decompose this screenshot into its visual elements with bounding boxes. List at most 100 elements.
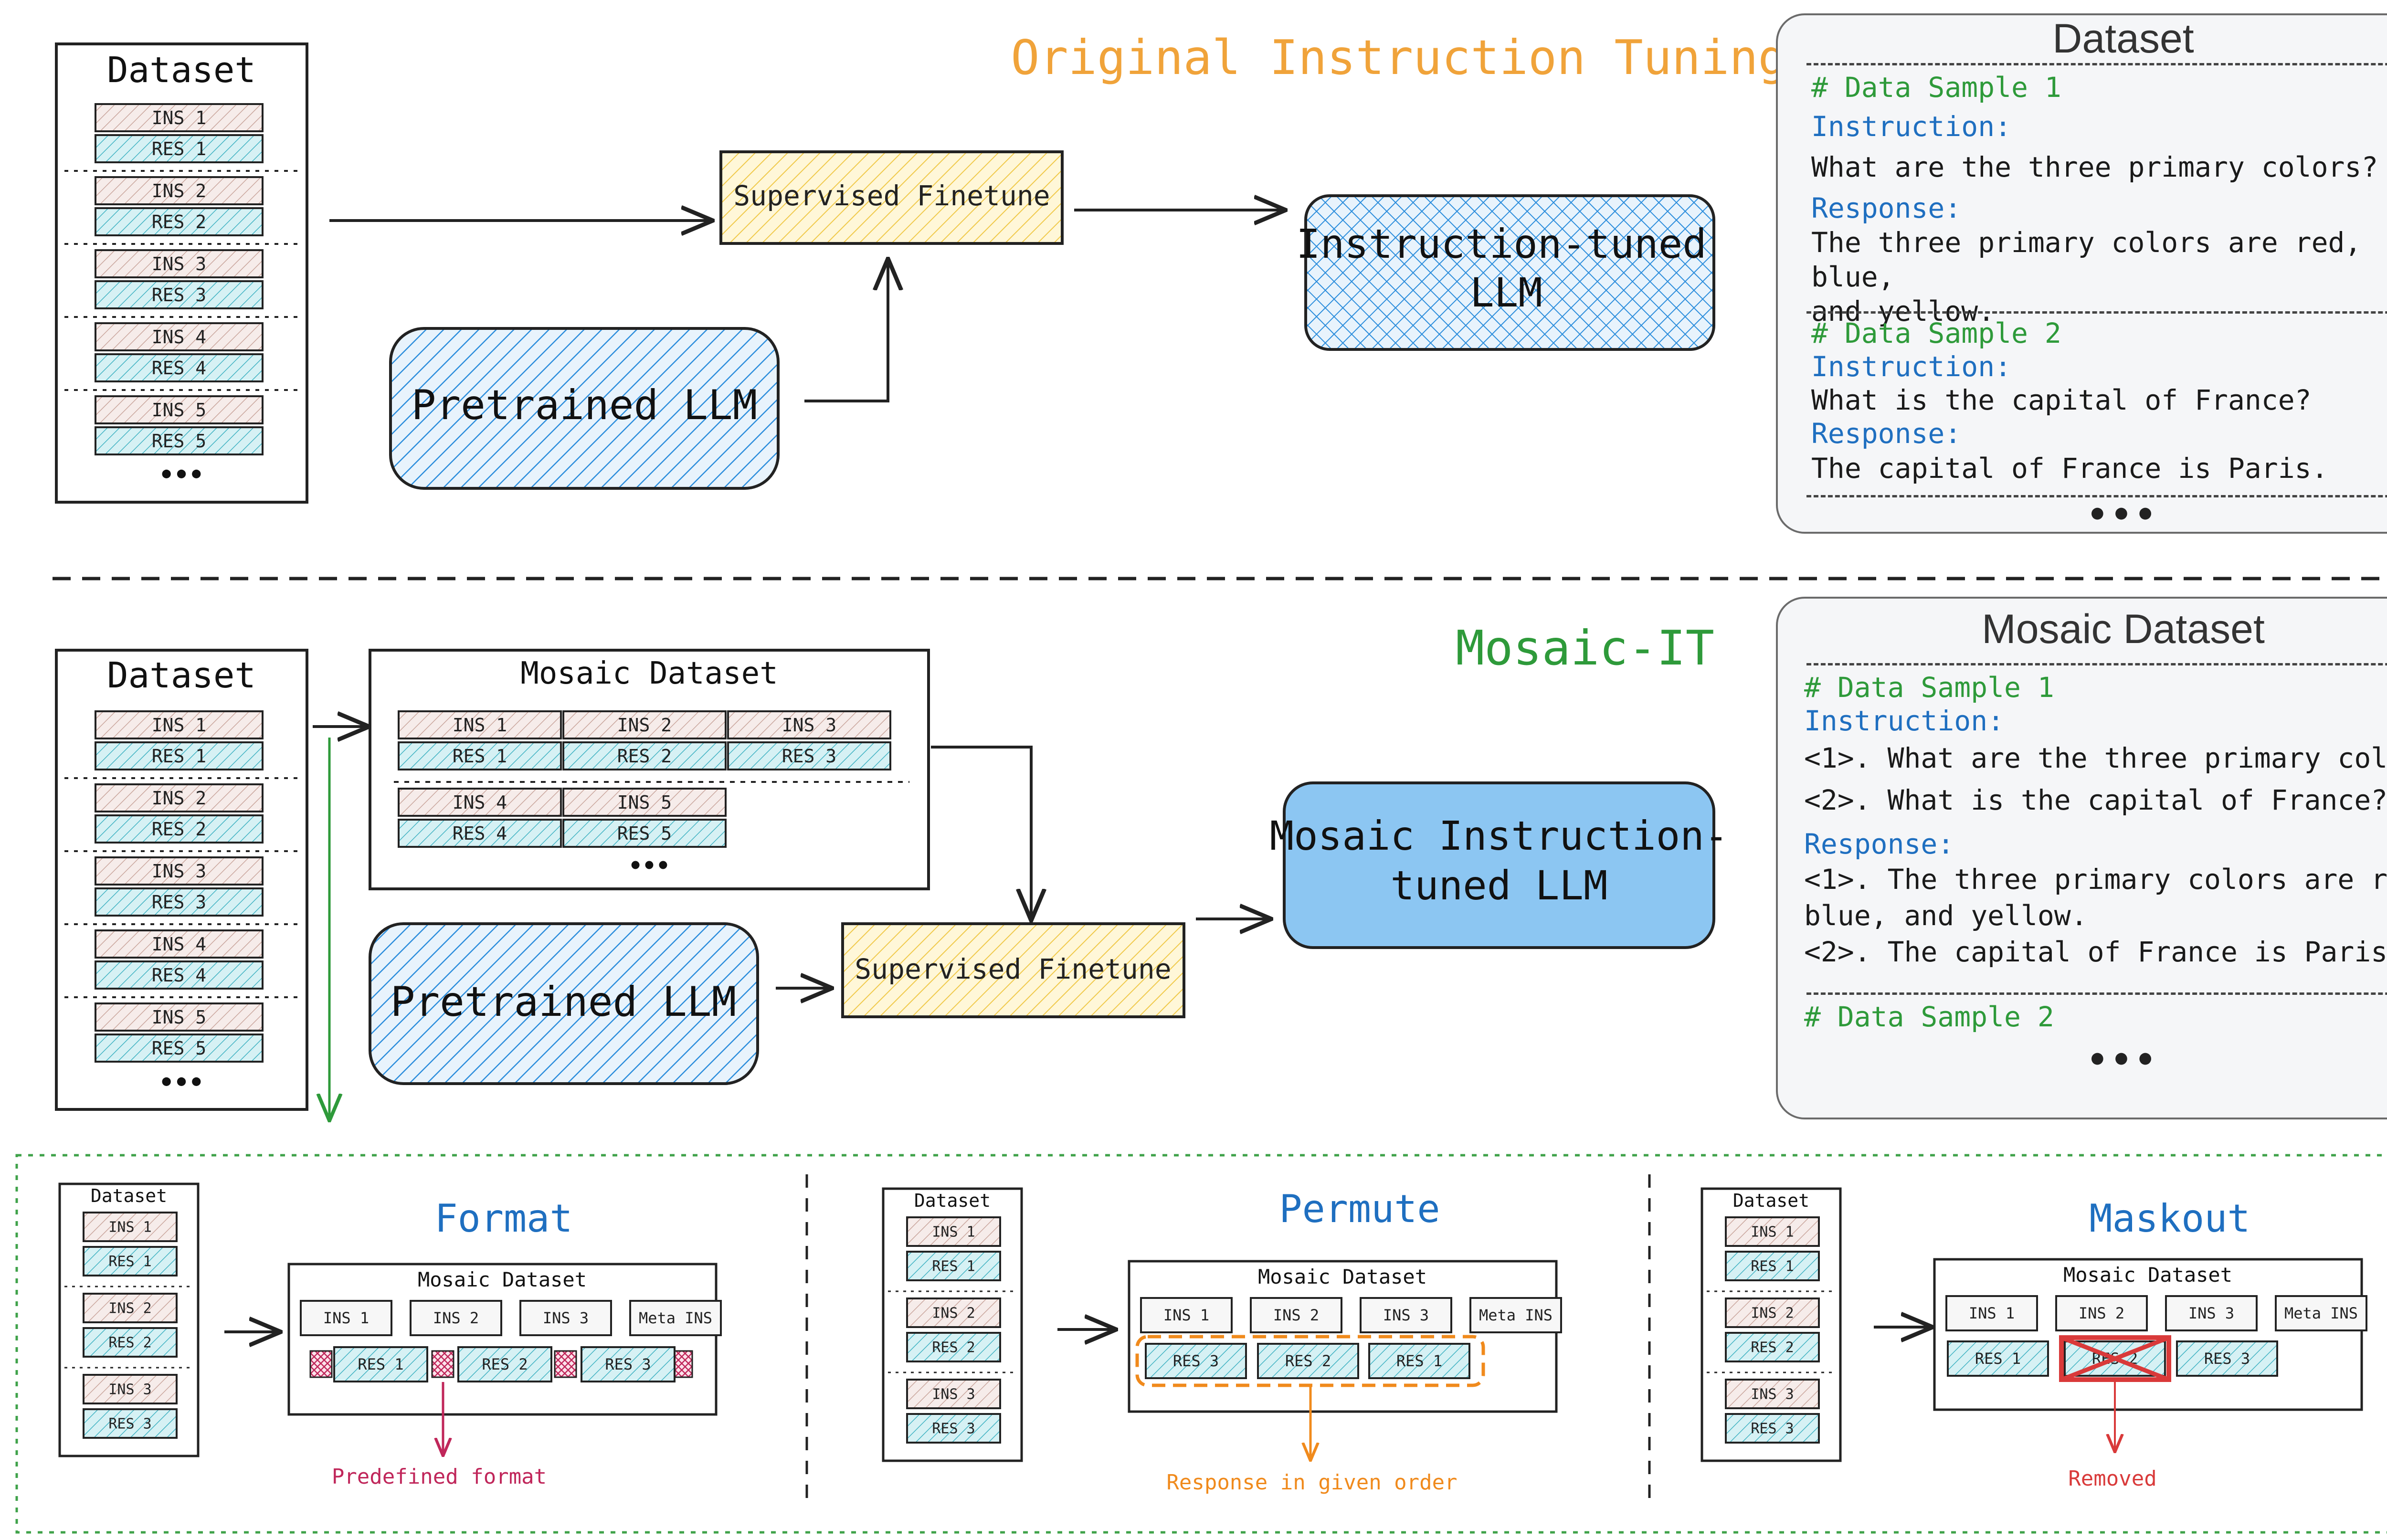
top-pretrained-label: Pretrained LLM <box>412 381 758 429</box>
mini-res-cell-label: RES 2 <box>1751 1340 1794 1356</box>
format-res-cell <box>333 1346 428 1382</box>
ins-cell <box>95 103 264 132</box>
mini-mosaic-label: Mosaic Dataset <box>1258 1265 1427 1288</box>
mid-sft-label: Supervised Finetune <box>855 953 1171 985</box>
top-panel-sample2-response: The capital of France is Paris. <box>1811 452 2328 485</box>
res-cell <box>95 1034 264 1063</box>
panel-rule <box>1806 63 2387 65</box>
mid-panel-sample2-header: # Data Sample 2 <box>1804 1001 2054 1033</box>
mid-pretrained-label: Pretrained LLM <box>391 978 737 1026</box>
mini-res-cell <box>1725 1413 1820 1444</box>
ins-cell <box>95 710 264 739</box>
top-title: Original Instruction Tuning <box>1011 30 1787 85</box>
mini-ins-cell-label: INS 2 <box>1751 1305 1794 1322</box>
top-panel-ellipsis: ••• <box>2087 495 2159 534</box>
res-cell-label: RES 1 <box>152 746 206 767</box>
mini-mosaic-ins-cell <box>629 1300 722 1336</box>
top-panel-instruction-key-1: Instruction: <box>1811 110 2012 143</box>
panel-rule <box>1806 495 2387 497</box>
mosaic-ins-cell-label: INS 2 <box>617 715 672 736</box>
mini-res-cell-label: RES 1 <box>932 1258 975 1275</box>
mini-mosaic-ins-cell-label: INS 3 <box>2188 1304 2234 1322</box>
mini-ins-cell-label: INS 1 <box>932 1224 975 1241</box>
format-res-cell <box>457 1346 552 1382</box>
mosaic-ins-cell <box>398 788 562 817</box>
format-title: Format <box>435 1196 573 1241</box>
format-res-cell <box>581 1346 676 1382</box>
res-cell-label: RES 3 <box>152 892 206 913</box>
panel-rule <box>1806 311 2387 314</box>
permute-res-cell-label: RES 2 <box>1285 1352 1331 1370</box>
mosaic-ins-cell-label: INS 3 <box>782 715 836 736</box>
mid-panel-response-lines: <1>. The three primary colors are red, b… <box>1804 863 2387 968</box>
maskout-res-cell <box>2176 1340 2278 1377</box>
top-sft-label: Supervised Finetune <box>733 179 1050 212</box>
format-res-cell-label: RES 3 <box>605 1355 651 1373</box>
mini-res-cell-label: RES 2 <box>108 1335 151 1351</box>
maskout-title: Maskout <box>2089 1196 2250 1241</box>
mini-ins-cell-label: INS 2 <box>108 1300 151 1317</box>
mosaic-ins-cell <box>398 710 562 739</box>
mosaic-ins-cell <box>727 710 891 739</box>
res-cell <box>95 814 264 844</box>
mid-title: Mosaic-IT <box>1456 620 1714 676</box>
mini-res-cell <box>906 1413 1001 1444</box>
ins-cell <box>95 1002 264 1032</box>
maskout-note: Removed <box>2068 1466 2156 1491</box>
mini-mosaic-ins-cell-label: INS 1 <box>1163 1306 1209 1324</box>
mini-mosaic-box <box>287 1263 718 1416</box>
mini-mosaic-ins-cell-label: INS 1 <box>323 1309 369 1327</box>
mini-ins-cell-label: INS 2 <box>932 1305 975 1322</box>
format-token <box>309 1350 333 1378</box>
mid-tuned-label-line2: tuned LLM <box>1390 862 1607 909</box>
mid-dataset-ellipsis: ••• <box>159 1068 204 1097</box>
mini-res-cell <box>906 1251 1001 1281</box>
res-cell-label: RES 5 <box>152 1038 206 1059</box>
mosaic-res-cell-label: RES 4 <box>453 823 507 844</box>
res-cell-label: RES 4 <box>152 965 206 986</box>
mosaic-dataset-panel: Mosaic Dataset # Data Sample 1 Instructi… <box>1776 597 2387 1119</box>
mini-mosaic-ins-cell-label: INS 3 <box>543 1309 589 1327</box>
mosaic-ins-cell <box>562 710 727 739</box>
top-tuned-label-line1: Instruction-tuned <box>1296 221 1707 267</box>
mini-mosaic-ins-cell <box>1360 1297 1452 1333</box>
mini-ins-cell <box>83 1374 178 1404</box>
permute-res-cell <box>1257 1343 1359 1379</box>
mini-res-cell-label: RES 1 <box>108 1254 151 1270</box>
top-dataset-ellipsis: ••• <box>159 461 204 489</box>
top-panel-instruction-key-2: Instruction: <box>1811 350 2012 383</box>
mini-mosaic-ins-cell <box>410 1300 502 1336</box>
mini-mosaic-ins-cell-label: Meta INS <box>1479 1306 1553 1324</box>
ins-cell-label: INS 4 <box>152 327 206 348</box>
mini-mosaic-ins-cell <box>2275 1295 2367 1331</box>
ins-cell-label: INS 2 <box>152 180 206 201</box>
arrow-pretrained-to-sft <box>804 260 888 402</box>
mini-mosaic-ins-cell-label: Meta INS <box>639 1309 712 1327</box>
mini-res-cell-label: RES 3 <box>108 1416 151 1433</box>
top-panel-sample2-instruction: What is the capital of France? <box>1811 384 2312 416</box>
res-cell <box>95 741 264 770</box>
mini-mosaic-box <box>1933 1258 2363 1411</box>
mosaic-res-cell <box>398 741 562 770</box>
permute-order-outline <box>1135 1335 1485 1387</box>
mini-res-cell <box>906 1332 1001 1362</box>
top-panel-sample2-header: # Data Sample 2 <box>1811 317 2061 349</box>
format-res-cell-label: RES 1 <box>358 1355 403 1373</box>
mid-mosaic-label: Mosaic Dataset <box>520 656 778 691</box>
mini-ins-cell <box>906 1297 1001 1328</box>
mini-mosaic-ins-cell <box>519 1300 612 1336</box>
format-token <box>431 1350 454 1378</box>
mini-mosaic-ins-cell <box>2055 1295 2148 1331</box>
top-panel-sample1-instruction: What are the three primary colors? <box>1811 151 2378 183</box>
mini-res-cell <box>1725 1251 1820 1281</box>
mini-mosaic-ins-cell <box>1469 1297 1562 1333</box>
mosaic-ins-cell <box>562 788 727 817</box>
maskout-removed-box <box>2059 1335 2171 1382</box>
mini-res-cell-label: RES 3 <box>932 1421 975 1437</box>
mid-dataset-label: Dataset <box>107 655 256 696</box>
maskout-res-cell <box>1947 1340 2049 1377</box>
mini-mosaic-ins-cell <box>2165 1295 2258 1331</box>
